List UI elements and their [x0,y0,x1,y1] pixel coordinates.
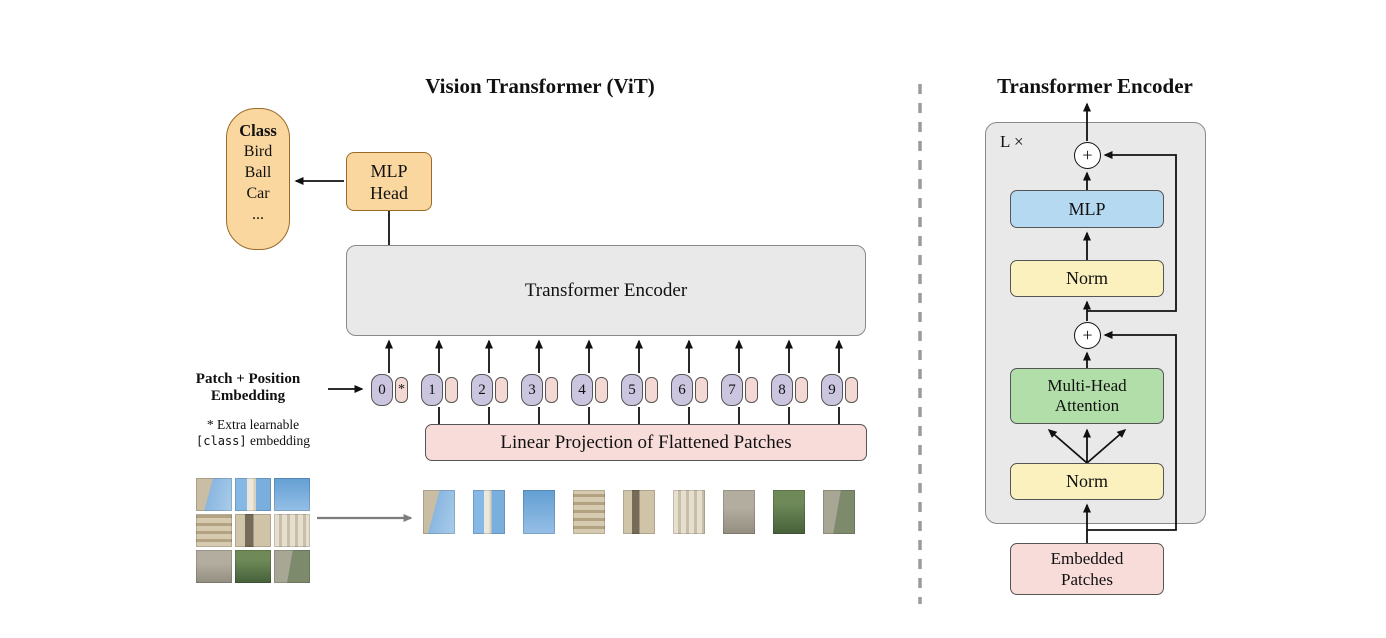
image-patch-4 [196,514,232,547]
image-patch-2 [235,478,271,511]
flattened-patch-2 [473,490,505,534]
note-line2: [class] embedding [173,433,333,449]
mha-label-line1: Multi-Head [1047,376,1127,395]
class-card-item: Car [246,185,270,202]
patch-position-embedding-label: Patch + Position Embedding [172,371,324,404]
class-card-title: Class [239,121,277,140]
note-line1: * Extra learnable [206,417,300,432]
position-embedding-3: 3 [521,374,543,406]
patch-embedding-2 [495,377,508,403]
norm-box-upper: Norm [1010,260,1164,297]
note-line2-text: embedding [249,433,310,448]
image-patch-3 [274,478,310,511]
embedded-patches-line2: Patches [1061,570,1113,589]
multi-head-attention-box: Multi-Head Attention [1010,368,1164,424]
token-8: 8 [771,374,808,406]
class-card-item: Ball [244,164,272,181]
position-embedding-9: 9 [821,374,843,406]
arrow-norm-to-mha-v [1086,429,1127,464]
image-patch-7 [196,550,232,583]
mha-label-line2: Attention [1054,396,1120,415]
class-token-embedding: * [395,377,408,403]
class-embedding-note: * Extra learnable [class] embedding [173,417,333,449]
position-embedding-5: 5 [621,374,643,406]
token-4: 4 [571,374,608,406]
image-patch-1 [196,478,232,511]
flattened-patch-4 [573,490,605,534]
patch-embedding-9 [845,377,858,403]
patch-embedding-8 [795,377,808,403]
embedded-patches-line1: Embedded [1050,549,1124,568]
image-patch-6 [274,514,310,547]
mlp-head-box: MLP Head [346,152,432,211]
patch-embedding-1 [445,377,458,403]
linear-projection-box: Linear Projection of Flattened Patches [425,424,867,461]
patch-embedding-3 [545,377,558,403]
position-embedding-6: 6 [671,374,693,406]
token-2: 2 [471,374,508,406]
encoder-panel-title: Transformer Encoder [997,74,1193,98]
embedding-label-line1: Patch + Position [195,371,301,387]
position-embedding-2: 2 [471,374,493,406]
loop-count-label: L × [1000,132,1024,151]
arrow-norm-to-mha-q [1047,429,1088,464]
token-1: 1 [421,374,458,406]
flattened-patch-8 [773,490,805,534]
class-output-card: Class Bird Ball Car ... [226,108,290,250]
transformer-encoder-box: Transformer Encoder [346,245,866,336]
mlp-head-label-line2: Head [370,182,408,203]
residual-connection-attention [1087,331,1177,531]
encoder-detail-container [985,122,1206,524]
position-embedding-1: 1 [421,374,443,406]
flattened-patch-9 [823,490,855,534]
patch-embedding-7 [745,377,758,403]
embedded-patches-box: Embedded Patches [1010,543,1164,595]
position-embedding-8: 8 [771,374,793,406]
class-token-star: * [398,382,405,397]
token-5: 5 [621,374,658,406]
position-embedding-7: 7 [721,374,743,406]
token-3: 3 [521,374,558,406]
residual-add-attention: + [1074,322,1101,349]
position-embedding-4: 4 [571,374,593,406]
residual-add-mlp: + [1074,142,1101,169]
token-0: 0 * [371,374,408,406]
token-7: 7 [721,374,758,406]
note-code: [class] [196,434,247,448]
flattened-patch-1 [423,490,455,534]
residual-connection-mlp [1087,151,1177,312]
embedding-label-line2: Embedding [210,387,286,404]
patch-embedding-5 [645,377,658,403]
class-card-ellipsis: ... [252,206,264,223]
mlp-head-label-line1: MLP [370,160,408,181]
patch-embedding-4 [595,377,608,403]
flattened-patch-6 [673,490,705,534]
token-6: 6 [671,374,708,406]
image-patch-8 [235,550,271,583]
vit-panel-title: Vision Transformer (ViT) [425,74,655,98]
image-patch-9 [274,550,310,583]
mlp-box: MLP [1010,190,1164,228]
norm-box-lower: Norm [1010,463,1164,500]
image-patch-5 [235,514,271,547]
flattened-patch-7 [723,490,755,534]
position-embedding-0: 0 [371,374,393,406]
class-card-item: Bird [243,143,273,160]
flattened-patch-3 [523,490,555,534]
patch-embedding-6 [695,377,708,403]
flattened-patch-5 [623,490,655,534]
token-9: 9 [821,374,858,406]
